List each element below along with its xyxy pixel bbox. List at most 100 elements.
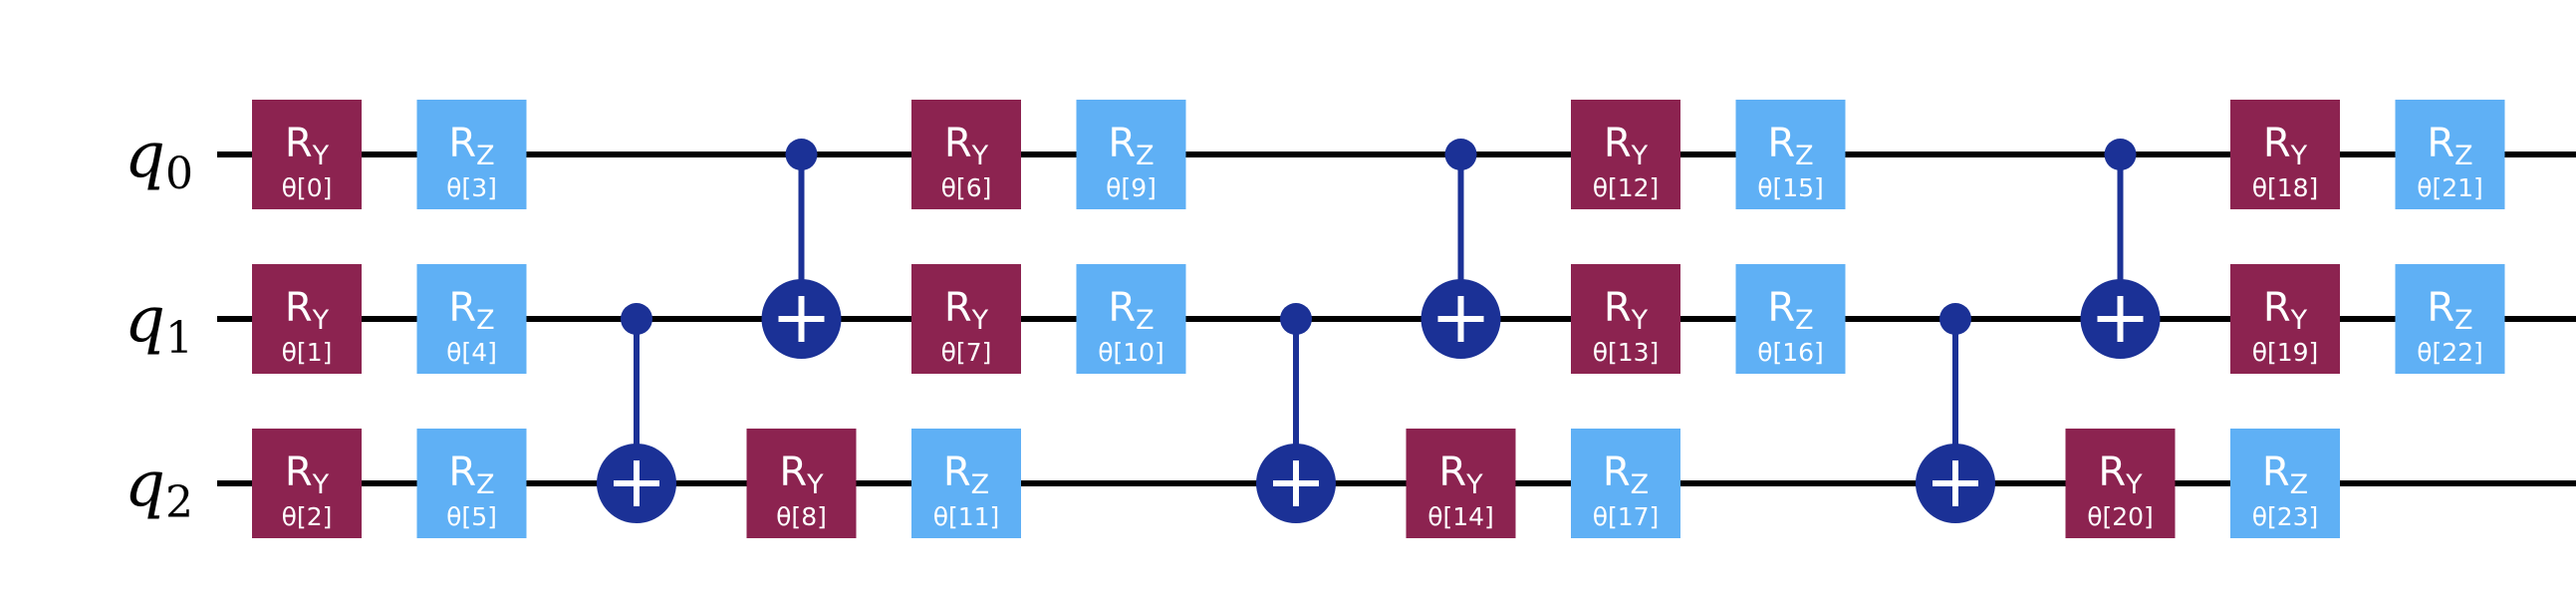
gate-box — [416, 264, 527, 374]
gate-box — [1076, 264, 1186, 374]
gate-box — [416, 429, 527, 538]
rz-gate: RZθ[23] — [2230, 429, 2340, 538]
gate-parameter: θ[18] — [2252, 173, 2319, 202]
qubit-label-2: q2 — [125, 448, 193, 528]
gate-box — [2395, 100, 2505, 209]
gate-label: RZ — [1108, 285, 1154, 336]
gate-parameter: θ[10] — [1098, 338, 1164, 367]
gate-box — [2230, 264, 2340, 374]
gate-label-base: R — [2098, 449, 2126, 495]
gate-label-axis: Y — [1465, 469, 1483, 500]
gate-label-axis: Y — [2290, 141, 2308, 171]
ry-gate: RYθ[19] — [2230, 264, 2340, 374]
gate-label-base: R — [2263, 121, 2291, 166]
gate-label-axis: Z — [1136, 305, 1155, 336]
gate-label-axis: Y — [2125, 469, 2143, 500]
gate-parameter: θ[17] — [1593, 502, 1660, 531]
gate-label-base: R — [1438, 449, 1466, 495]
gate-label-base: R — [2263, 285, 2291, 331]
gate-box — [1735, 100, 1846, 209]
rz-gate: RZθ[21] — [2395, 100, 2505, 209]
cnot-target — [597, 444, 676, 523]
gate-box — [746, 429, 857, 538]
cnot-target — [1420, 279, 1501, 359]
gate-label: RY — [779, 449, 824, 500]
gate-box — [416, 100, 527, 209]
gate-box — [1735, 264, 1846, 374]
gate-label: RY — [285, 449, 330, 500]
gate-label-axis: Z — [2454, 305, 2473, 336]
gate-parameter: θ[15] — [1757, 173, 1824, 202]
gate-label-base: R — [1108, 285, 1136, 331]
gate-label: RZ — [1767, 121, 1813, 171]
cnot-target — [761, 279, 842, 359]
gate-label-base: R — [1604, 121, 1632, 166]
gate-label: RZ — [2427, 285, 2472, 336]
gate-box — [252, 264, 362, 374]
gate-label-base: R — [285, 449, 313, 495]
gate-label-axis: Z — [971, 469, 990, 500]
gate-label-axis: Y — [806, 469, 824, 500]
cnot-control-dot — [1444, 139, 1477, 170]
gate-parameter: θ[0] — [282, 173, 333, 202]
gate-label-axis: Z — [1631, 469, 1650, 500]
gate-label: RY — [285, 121, 330, 171]
cnot-target — [1916, 444, 1995, 523]
gate-label-axis: Z — [476, 141, 495, 171]
gate-label-axis: Y — [1631, 141, 1649, 171]
gate-label: RZ — [2262, 449, 2308, 500]
gate-label-base: R — [944, 121, 972, 166]
gate-box — [911, 429, 1021, 538]
rz-gate: RZθ[4] — [416, 264, 527, 374]
gate-label-axis: Z — [2454, 141, 2473, 171]
qubit-wires — [217, 151, 2576, 486]
gate-box — [2065, 429, 2176, 538]
gate-label-base: R — [943, 449, 971, 495]
gate-label-base: R — [448, 285, 476, 331]
gate-parameter: θ[7] — [941, 338, 992, 367]
ry-gate: RYθ[1] — [252, 264, 362, 374]
gate-label-base: R — [1604, 285, 1632, 331]
cnot-control-dot — [2104, 139, 2137, 170]
ry-gate: RYθ[20] — [2065, 429, 2176, 538]
qubit-label-1: q1 — [125, 283, 193, 364]
gate-box — [1571, 100, 1680, 209]
rz-gate: RZθ[15] — [1735, 100, 1846, 209]
gate-label: RZ — [448, 285, 494, 336]
qubit-label-index: 2 — [165, 477, 193, 528]
ry-gate: RYθ[7] — [911, 264, 1021, 374]
qubit-label-0: q0 — [125, 119, 193, 199]
gate-parameter: θ[11] — [933, 502, 1000, 531]
ry-gate: RYθ[0] — [252, 100, 362, 209]
gate-box — [252, 100, 362, 209]
gate-label: RZ — [2427, 121, 2472, 171]
gate-parameter: θ[3] — [446, 173, 497, 202]
gate-label-axis: Y — [312, 305, 330, 336]
gate-box — [1571, 264, 1680, 374]
gate-label: RY — [1604, 121, 1649, 171]
rz-gate: RZθ[22] — [2395, 264, 2505, 374]
gate-label-axis: Y — [971, 305, 989, 336]
gate-parameter: θ[1] — [282, 338, 333, 367]
gate-label: RY — [2263, 285, 2308, 336]
gate-label: RY — [2263, 121, 2308, 171]
gate-parameter: θ[14] — [1427, 502, 1494, 531]
gate-label: RY — [1604, 285, 1649, 336]
rz-gate: RZθ[11] — [911, 429, 1021, 538]
gate-parameter: θ[9] — [1106, 173, 1157, 202]
ry-gate: RYθ[12] — [1571, 100, 1680, 209]
gate-label-axis: Z — [1795, 141, 1814, 171]
ry-gate: RYθ[14] — [1406, 429, 1516, 538]
gate-label: RZ — [1767, 285, 1813, 336]
gate-label: RY — [2098, 449, 2143, 500]
rz-gate: RZθ[9] — [1076, 100, 1186, 209]
cnot-gate — [1916, 303, 1995, 523]
gate-box — [1406, 429, 1516, 538]
qubit-label-base: q — [125, 448, 165, 521]
qubit-label-base: q — [125, 119, 165, 192]
gate-label: RZ — [1603, 449, 1649, 500]
gate-label-base: R — [2427, 285, 2454, 331]
gate-label: RY — [944, 121, 989, 171]
gate-parameter: θ[20] — [2087, 502, 2154, 531]
